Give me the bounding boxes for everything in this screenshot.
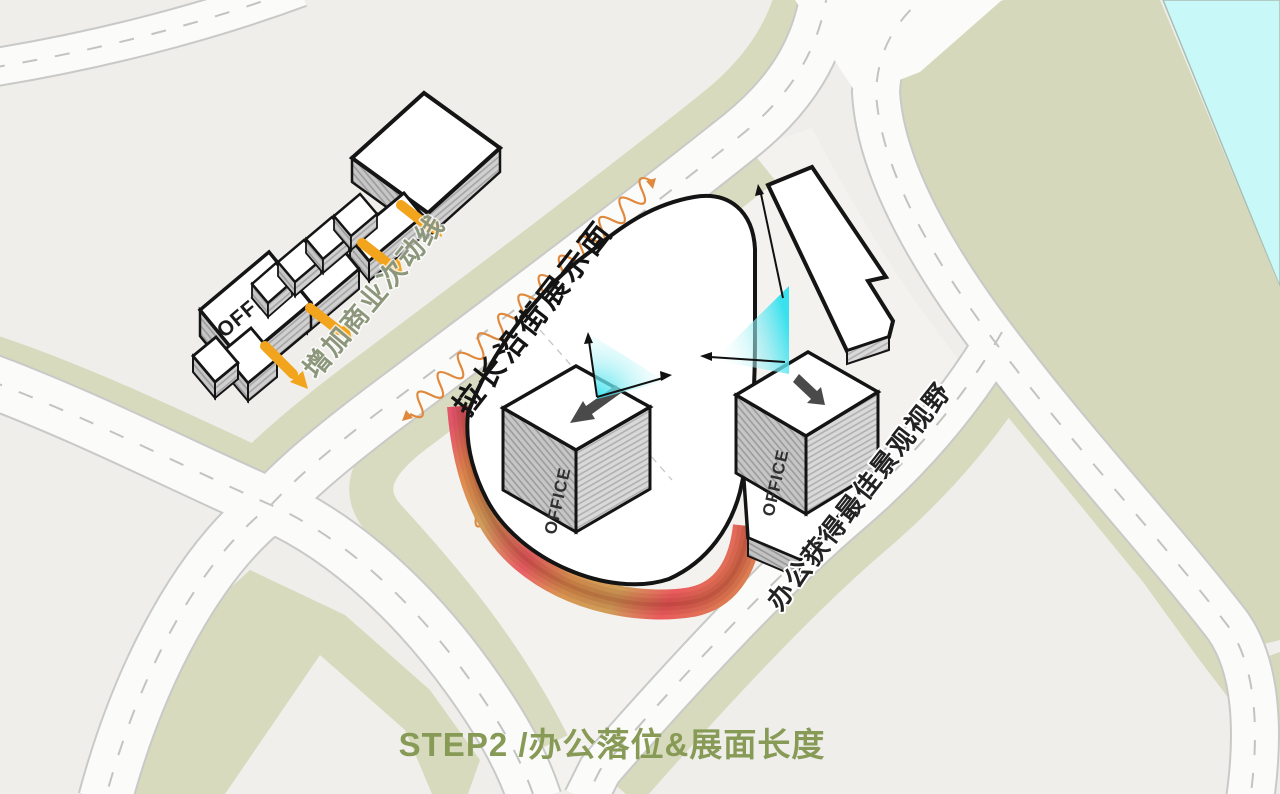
green-strip-block-southeast-nw bbox=[601, 338, 1044, 794]
inner-small-boxes bbox=[250, 192, 379, 320]
roof-entry-arrow-icon bbox=[793, 374, 825, 405]
water-area bbox=[1162, 0, 1280, 288]
view-cones bbox=[584, 184, 789, 399]
block-southwest bbox=[225, 655, 432, 794]
small-boxes-south bbox=[191, 326, 279, 404]
view-arrows bbox=[588, 193, 786, 398]
flow-arrows bbox=[260, 200, 442, 389]
green-strip-along-road-northwest bbox=[230, 0, 819, 495]
road-southeast bbox=[566, 321, 1021, 794]
office-tower-left: OFFICE bbox=[499, 363, 654, 536]
page-title: STEP2 /办公落位&展面长度 bbox=[399, 726, 826, 763]
slab-building-northeast bbox=[765, 164, 896, 366]
view-fan-right-icon bbox=[714, 286, 789, 374]
green-area-northeast bbox=[893, 0, 1280, 648]
gradient-frontage-band bbox=[447, 404, 763, 620]
zigzag-northwest bbox=[409, 176, 653, 419]
